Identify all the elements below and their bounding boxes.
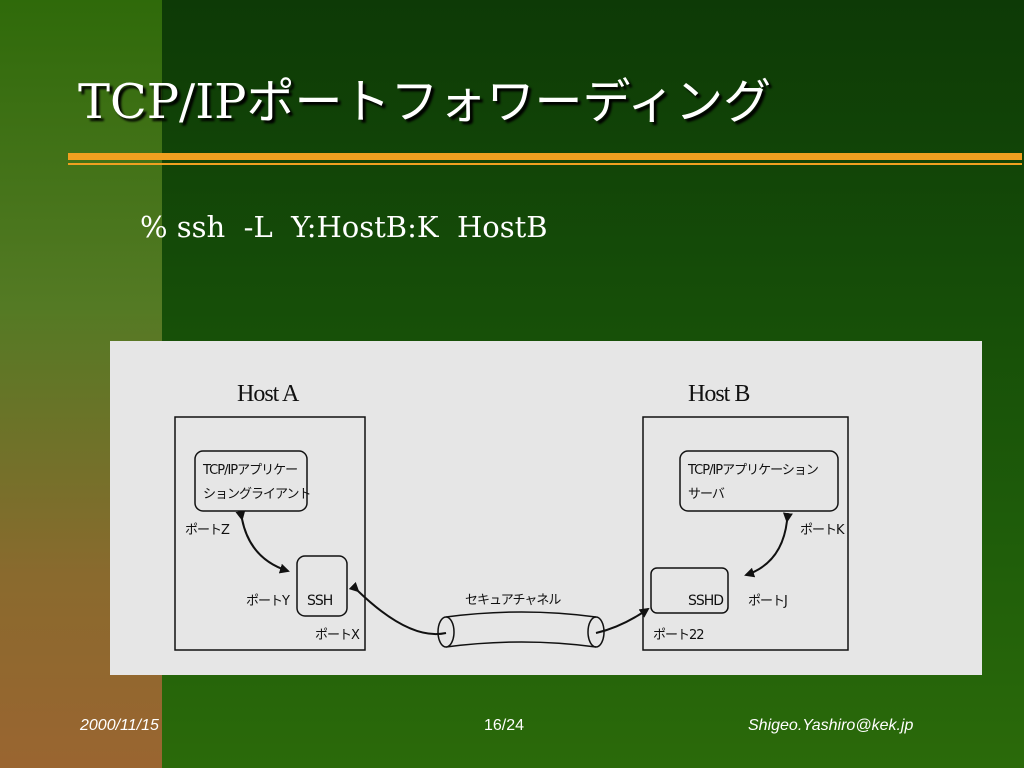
host-a-box xyxy=(174,416,366,651)
diagram-panel: Host A TCP/IPアプリケー ショングライアント ポートZ SSH ポー… xyxy=(110,341,982,675)
host-b-app-box xyxy=(679,450,839,512)
ssh-label: SSH xyxy=(307,593,333,609)
title-rule-thick xyxy=(68,153,1022,160)
host-a-title: Host A xyxy=(237,381,300,407)
port-j-label: ポートJ xyxy=(748,594,787,609)
footer-date: 2000/11/15 xyxy=(80,717,159,734)
host-b-app-line1: TCP/IPアプリケーション xyxy=(687,463,818,478)
footer-page-number: 16/24 xyxy=(484,717,525,734)
title-rule-thin xyxy=(68,163,1022,165)
sshd-box xyxy=(650,567,729,614)
slide-title: TCP/IPポートフォワーディング xyxy=(78,74,772,130)
host-a-app-line2: ショングライアント xyxy=(203,487,310,502)
command-line: % ssh -L Y:HostB:K HostB xyxy=(140,210,548,244)
sshd-label: SSHD xyxy=(688,593,723,609)
port-z-label: ポートZ xyxy=(185,523,230,538)
secure-channel-label: セキュアチャネル xyxy=(465,593,561,608)
port-x-label: ポートX xyxy=(315,628,360,643)
channel-arrow-to-ssh xyxy=(348,581,447,635)
port-22-label: ポート22 xyxy=(653,628,704,643)
arrow-port-k-to-j xyxy=(744,512,793,578)
port-forwarding-diagram: Host A TCP/IPアプリケー ショングライアント ポートZ SSH ポー… xyxy=(174,381,849,651)
host-b-title: Host B xyxy=(688,381,749,407)
footer-email: Shigeo.Yashiro@kek.jp xyxy=(748,717,914,734)
port-k-label: ポートK xyxy=(800,523,845,538)
channel-arrow-to-sshd xyxy=(595,607,650,634)
host-a-app-box xyxy=(194,450,308,512)
host-b-box xyxy=(642,416,849,651)
host-b-app-line2: サーバ xyxy=(688,487,725,502)
arrow-port-z-to-y xyxy=(235,510,290,574)
port-y-label: ポートY xyxy=(246,594,290,609)
host-a-app-line1: TCP/IPアプリケー xyxy=(202,463,297,478)
secure-channel-tube xyxy=(437,611,605,648)
ssh-box xyxy=(296,555,348,617)
